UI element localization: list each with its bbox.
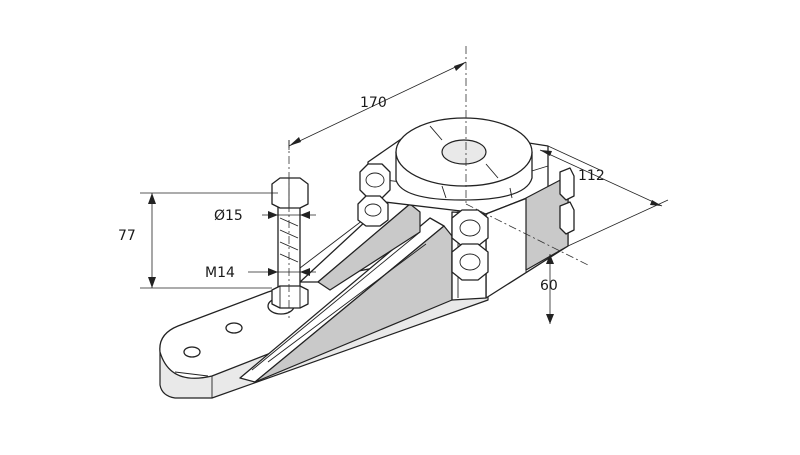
dimension-label-77: 77 (118, 228, 136, 244)
dimension-label-60: 60 (540, 278, 558, 294)
bore-hole (441, 139, 487, 165)
dimension-label-170: 170 (360, 95, 387, 111)
clamp-ring (395, 117, 533, 201)
mounting-hole (183, 346, 201, 358)
dimension-170: 170 (288, 61, 467, 150)
hex-nut (559, 167, 575, 201)
hex-nut (357, 195, 389, 227)
hex-nut (559, 201, 575, 235)
dimension-60: 60 (540, 254, 558, 324)
dimension-label-diameter-15: Ø15 (214, 208, 243, 224)
dimension-m14: M14 (205, 265, 316, 281)
vertical-bolt (271, 177, 309, 309)
hex-nut (451, 243, 489, 281)
dimension-label-m14: M14 (205, 265, 235, 281)
dimension-77: 77 (118, 192, 278, 289)
mounting-hole (225, 322, 243, 334)
hex-nut (451, 209, 489, 247)
gusset-ribs (239, 195, 453, 383)
dimension-label-112: 112 (578, 168, 605, 184)
hex-nut (359, 163, 391, 199)
clamp-nuts (357, 163, 575, 281)
dimension-112: 112 (539, 145, 669, 247)
dimension-diameter-15: Ø15 (214, 208, 316, 224)
ring-axis-line (465, 203, 591, 267)
